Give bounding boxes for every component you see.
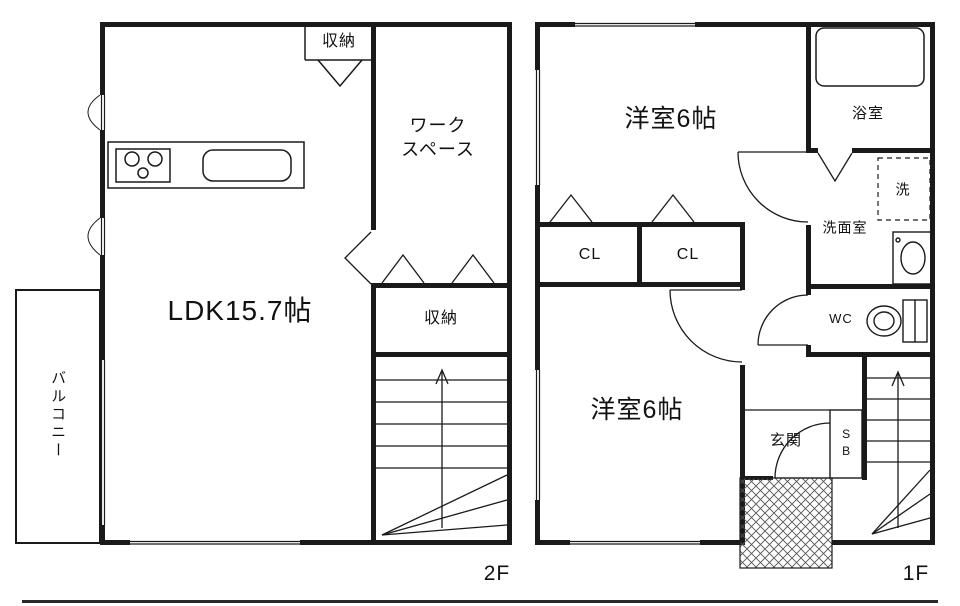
room-label-balcony: バルコニー [49, 370, 67, 460]
closet-bifold-door-icon [549, 193, 593, 223]
2f-closet-top [304, 27, 371, 88]
1f-windows [535, 22, 700, 545]
shoebox-outline [829, 409, 863, 479]
1f-door-swings [549, 151, 853, 479]
stairs-up-arrow-icon [891, 370, 905, 387]
room-label-bedroom-bottom: 洋室6帖 [590, 396, 684, 425]
stairs-1f-icon [867, 370, 931, 535]
sink-icon [202, 149, 292, 182]
storage-bifold-door-icon [451, 253, 495, 284]
stove-icon [115, 148, 171, 183]
room-label-workspace: ワーク スペース [401, 115, 475, 160]
bathtub-icon [815, 27, 925, 87]
bedroom-door-icon [669, 289, 743, 363]
room-label-closet-1: CL [578, 246, 602, 264]
washer-space-icon [877, 157, 931, 221]
balcony-outline [15, 289, 101, 544]
closet-bifold-door-icon [651, 193, 695, 223]
1f-interior-walls [535, 22, 935, 545]
kitchen-counter-icon [107, 141, 305, 189]
vanity-sink-icon [892, 231, 934, 285]
room-label-wc: WC [829, 311, 853, 327]
stairs-up-arrow-icon [435, 368, 449, 385]
room-label-washroom: 洗面室 [822, 219, 868, 236]
room-label-entrance: 玄関 [769, 431, 803, 449]
closet-door-icon [317, 59, 363, 88]
wc-door-icon [757, 294, 809, 346]
2f-door-swings [344, 231, 495, 285]
room-label-closet-2: CL [676, 246, 700, 264]
room-label-shoebox: SB [839, 427, 854, 461]
room-label-storage-top-2f: 収納 [321, 33, 357, 51]
stairs-2f-icon [376, 368, 508, 536]
bath-door-icon [817, 152, 853, 183]
workspace-door-icon [344, 231, 372, 285]
room-label-bathroom: 浴室 [851, 104, 885, 122]
floor-label-2f: 2F [483, 561, 511, 585]
entrance-porch-hatch [739, 477, 833, 569]
front-door-icon [774, 422, 831, 479]
2f-windows [87, 94, 300, 545]
toilet-icon [866, 299, 928, 343]
room-label-bedroom-top: 洋室6帖 [624, 105, 718, 134]
room-label-storage-mid-2f: 収納 [423, 310, 459, 328]
storage-bifold-door-icon [381, 253, 425, 284]
washroom-door-icon [737, 151, 809, 223]
room-label-washer: 洗 [895, 181, 911, 198]
floor-label-1f: 1F [902, 561, 930, 585]
bottom-border-line [22, 600, 938, 603]
room-label-ldk: LDK15.7帖 [167, 295, 313, 327]
2f-interior-walls [371, 22, 512, 545]
